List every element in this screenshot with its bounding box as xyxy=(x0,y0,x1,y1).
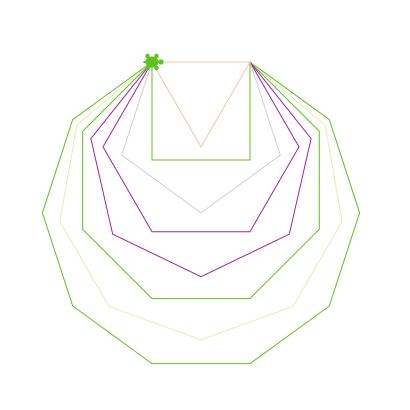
polygon-layer xyxy=(41,61,361,365)
polygon-7-sides xyxy=(90,61,312,278)
turtle-leg-back-top xyxy=(145,53,150,59)
turtle-leg-front-bottom xyxy=(154,65,159,71)
polygon-3-sides xyxy=(151,61,251,148)
polygon-5-sides xyxy=(121,61,281,214)
turtle-leg-back-bottom xyxy=(145,65,150,71)
turtle-head xyxy=(158,59,164,65)
turtle-tail xyxy=(142,60,146,64)
polygon-4-sides xyxy=(151,61,251,161)
turtle-icon xyxy=(142,53,164,71)
turtle-shell xyxy=(145,56,159,68)
polygon-8-sides xyxy=(82,61,320,300)
polygon-10-sides xyxy=(41,61,361,365)
turtle-leg-front-top xyxy=(154,53,159,59)
polygon-9-sides xyxy=(59,61,343,341)
